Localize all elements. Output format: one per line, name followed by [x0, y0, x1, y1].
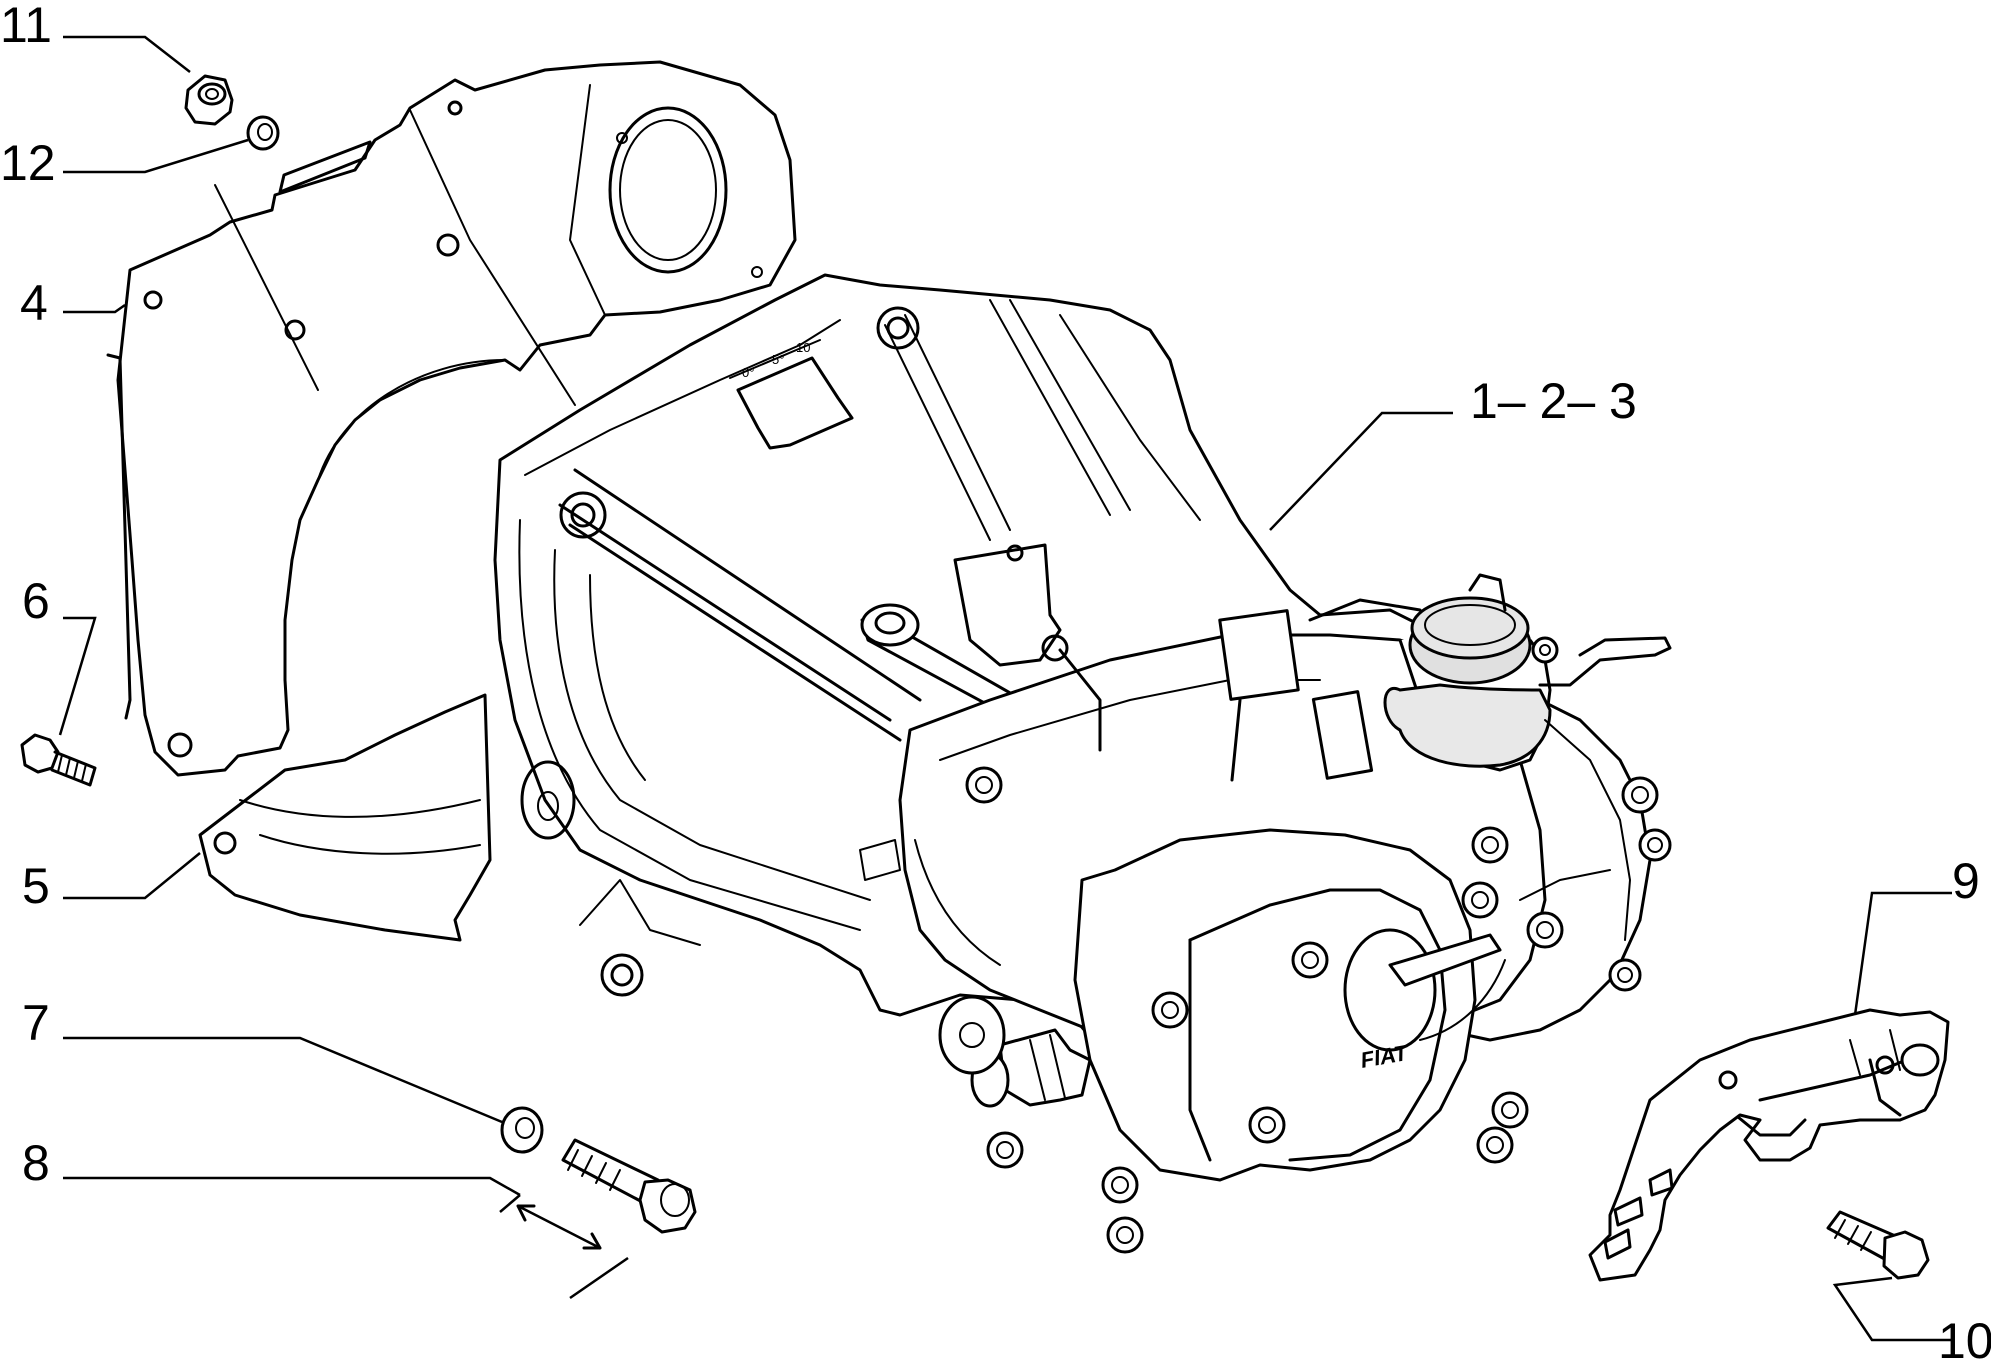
part-5-lower-cover [198, 693, 492, 942]
callout-12: 12 [0, 135, 56, 191]
scale-label-5: 5° [772, 352, 784, 367]
part-9-bracket [1588, 1008, 1950, 1282]
callout-4: 4 [20, 275, 48, 331]
scale-label-0: 0° [742, 365, 754, 380]
part-6-screw [20, 733, 97, 787]
part-8-length-marker [499, 1194, 629, 1300]
part-4-cover-plate [106, 60, 797, 777]
scale-label-10: 10 [796, 340, 810, 355]
callout-1-2-3: 1– 2– 3 [1470, 373, 1637, 429]
callout-10: 10 [1938, 1313, 1991, 1363]
leader-lines [58, 35, 1952, 1342]
part-11-nut [184, 74, 234, 126]
callout-9: 9 [1952, 853, 1980, 909]
callout-8: 8 [22, 1135, 50, 1191]
part-10-screw [1826, 1210, 1930, 1280]
part-8-bolt [561, 1138, 697, 1234]
callout-6: 6 [22, 573, 50, 629]
callout-11: 11 [0, 0, 52, 53]
part-7-washer [500, 1106, 544, 1154]
callout-5: 5 [22, 858, 50, 914]
callout-7: 7 [22, 995, 50, 1051]
part-12-washer [246, 115, 280, 151]
part-1-2-3-gearbox-housing: 0° 5° 10 FIAT [493, 273, 1672, 1254]
